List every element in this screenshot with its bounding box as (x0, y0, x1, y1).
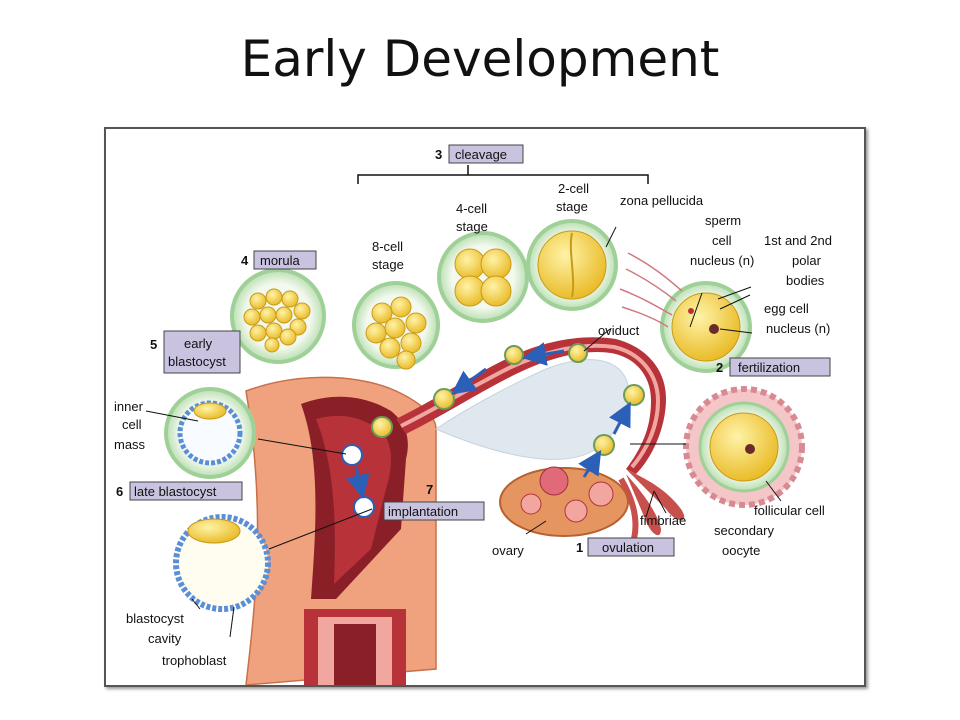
stage-number-7: 7 (426, 482, 433, 497)
inner-cell-mass-label-3: mass (114, 437, 146, 452)
sperm-label-2: cell (712, 233, 732, 248)
zona-pellucida-label: zona pellucida (620, 193, 704, 208)
polar-bodies-label-3: bodies (786, 273, 825, 288)
blastocyst-cavity-label-1: blastocyst (126, 611, 184, 626)
inner-cell-mass-label-2: cell (122, 417, 142, 432)
early-blastocyst (164, 387, 256, 479)
morula-label: morula (260, 253, 301, 268)
stage-number-5: 5 (150, 337, 157, 352)
eight-cell-label-1: 8-cell (372, 239, 403, 254)
travelling-embryos (341, 343, 645, 518)
ovulation-box (587, 537, 675, 557)
ovulation-label: ovulation (602, 540, 654, 555)
four-cell-label-2: stage (456, 219, 488, 234)
early-blastocyst-box (163, 330, 241, 374)
implantation-label: implantation (388, 504, 458, 519)
early-blastocyst-label-2: blastocyst (168, 354, 226, 369)
stage-number-2: 2 (716, 360, 723, 375)
stage-number-1: 1 (576, 540, 583, 555)
cleavage-box (448, 144, 524, 164)
fimbriae-label: fimbriae (640, 513, 686, 528)
eight-cell-embryo (352, 281, 440, 370)
polar-bodies-label-1: 1st and 2nd (764, 233, 832, 248)
implantation-box (383, 501, 485, 521)
two-cell-label-1: 2-cell (558, 181, 589, 196)
late-blastocyst-box (129, 481, 243, 501)
eight-cell-label-2: stage (372, 257, 404, 272)
secondary-oocyte-label-1: secondary (714, 523, 774, 538)
slide-title: Early Development (240, 30, 720, 88)
four-cell-embryo (437, 231, 529, 323)
leader-lines (145, 226, 782, 638)
stage-number-4: 4 (241, 253, 249, 268)
blastocyst-cavity-label-2: cavity (148, 631, 182, 646)
sperm-label-3: nucleus (n) (690, 253, 754, 268)
cleavage-bracket (357, 165, 649, 184)
fertilization-box (729, 357, 831, 377)
morula (230, 268, 326, 364)
ovary-label: ovary (492, 543, 524, 558)
morula-box (253, 250, 317, 270)
uterus (245, 376, 437, 686)
diagram-frame: 3 cleavage 4 morula 5 early blastocyst 6… (104, 127, 866, 687)
polar-bodies-label-2: polar (792, 253, 822, 268)
trophoblast-label: trophoblast (162, 653, 227, 668)
two-cell-embryo (526, 219, 618, 311)
secondary-oocyte (683, 386, 805, 508)
fimbriae (618, 469, 685, 540)
ovary (499, 466, 629, 537)
stage-number-6: 6 (116, 484, 123, 499)
cleavage-label: cleavage (455, 147, 507, 162)
secondary-oocyte-label-2: oocyte (722, 543, 760, 558)
migration-arrows (346, 342, 631, 499)
late-blastocyst-label: late blastocyst (134, 484, 217, 499)
four-cell-label-1: 4-cell (456, 201, 487, 216)
egg-nucleus-label-1: egg cell (764, 301, 809, 316)
early-blastocyst-label-1: early (184, 336, 213, 351)
stage-number-3: 3 (435, 147, 442, 162)
egg-nucleus-label-2: nucleus (n) (766, 321, 830, 336)
diagram: 3 cleavage 4 morula 5 early blastocyst 6… (114, 144, 832, 686)
two-cell-label-2: stage (556, 199, 588, 214)
follicular-cell-label: follicular cell (754, 503, 825, 518)
inner-cell-mass-label-1: inner (114, 399, 144, 414)
oviduct-label: oviduct (598, 323, 640, 338)
fertilization-label: fertilization (738, 360, 800, 375)
late-blastocyst (173, 514, 271, 612)
sperm-label-1: sperm (705, 213, 741, 228)
